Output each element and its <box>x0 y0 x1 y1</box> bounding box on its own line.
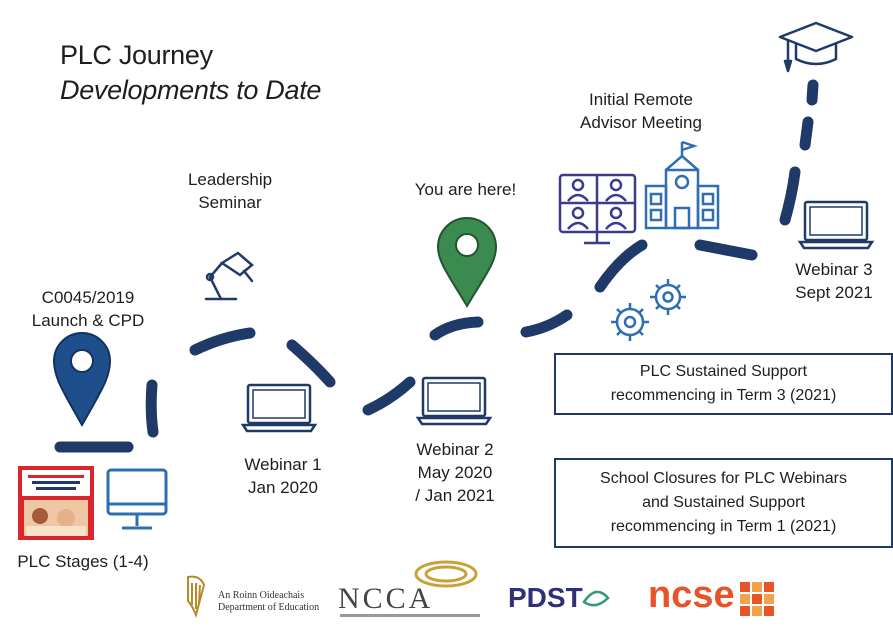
ncse-logo: ncse <box>648 574 735 616</box>
closures-line1: School Closures for PLC Webinars <box>600 470 847 487</box>
doe-logo-english: Department of Education <box>218 602 320 613</box>
webinar1-label: Webinar 1 Jan 2020 <box>218 453 348 499</box>
harp-logo-icon <box>187 575 206 619</box>
laptop-icon <box>797 200 875 250</box>
ncse-logo-icon <box>740 582 774 616</box>
map-pin-icon <box>52 332 112 428</box>
ncca-logo-underline <box>340 614 480 617</box>
laptop-icon <box>415 376 493 426</box>
webinar3-date: Sept 2021 <box>795 283 873 302</box>
plc-stages-label: PLC Stages (1-4) <box>17 552 149 571</box>
remote-advisor-label: Initial Remote Advisor Meeting <box>566 88 716 134</box>
ncca-logo: NCCA <box>338 582 434 615</box>
closures-line3: recommencing in Term 1 (2021) <box>610 518 837 535</box>
page-subtitle: Developments to Date <box>60 75 322 105</box>
desk-lamp-icon <box>204 251 254 301</box>
webinar2-label: Webinar 2 May 2020 / Jan 2021 <box>390 438 520 507</box>
school-building-icon <box>644 140 720 230</box>
webinar2-date-alt: / Jan 2021 <box>415 486 495 505</box>
school-closures-box: School Closures for PLC Webinars and Sus… <box>554 458 893 548</box>
sustained-line1: PLC Sustained Support <box>639 363 808 380</box>
webinar2-date: May 2020 <box>417 463 493 482</box>
video-call-icon <box>558 173 637 245</box>
map-pin-icon <box>436 217 498 308</box>
graduation-cap-icon <box>778 21 854 73</box>
leadership-line1: Leadership <box>187 170 273 189</box>
sustained-line2: recommencing in Term 3 (2021) <box>610 387 837 404</box>
book-cover-image <box>18 466 94 540</box>
sustained-support-box: PLC Sustained Support recommencing in Te… <box>554 353 893 415</box>
laptop-icon <box>240 383 318 433</box>
webinar1-date: Jan 2020 <box>248 478 318 497</box>
remote-line1: Initial Remote <box>589 90 693 109</box>
desktop-computer-icon <box>106 468 168 530</box>
page-title: PLC Journey <box>60 40 213 70</box>
doe-logo-irish: An Roinn Oideachais <box>218 590 305 601</box>
pdst-logo: PDST <box>508 582 583 613</box>
doe-logo: An Roinn Oideachais Department of Educat… <box>218 590 319 614</box>
launch-label: C0045/2019 Launch & CPD <box>18 286 158 332</box>
launch-code: C0045/2019 <box>41 288 135 307</box>
ncca-logo-icon <box>414 560 478 588</box>
webinar2-title: Webinar 2 <box>416 440 494 459</box>
journey-path <box>54 79 819 453</box>
webinar1-title: Webinar 1 <box>244 455 322 474</box>
you-are-here-label: You are here! <box>414 180 517 199</box>
launch-subtitle: Launch & CPD <box>31 311 145 330</box>
webinar3-label: Webinar 3 Sept 2021 <box>776 258 892 304</box>
remote-line2: Advisor Meeting <box>580 113 702 132</box>
webinar3-title: Webinar 3 <box>795 260 873 279</box>
pdst-logo-icon <box>582 590 610 607</box>
gears-icon <box>611 279 686 341</box>
leadership-label: Leadership Seminar <box>160 168 300 214</box>
closures-line2: and Sustained Support <box>642 494 805 511</box>
leadership-line2: Seminar <box>198 193 262 212</box>
